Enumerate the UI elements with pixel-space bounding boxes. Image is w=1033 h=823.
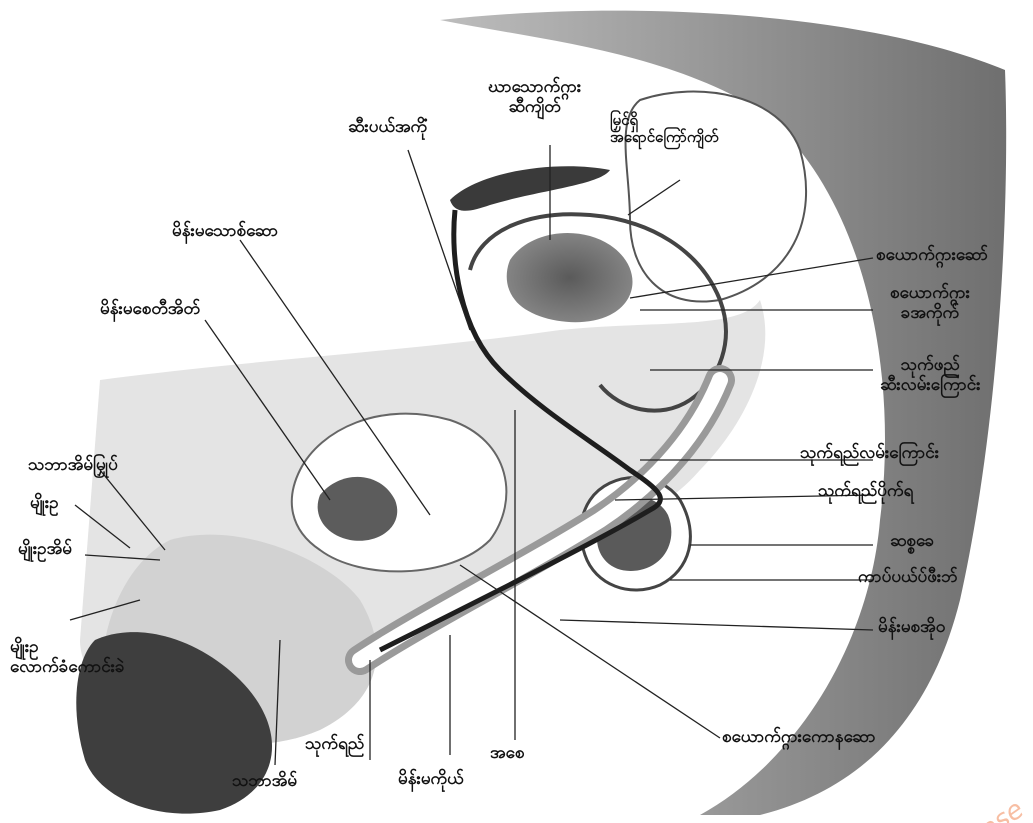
label-right-5: သုက်ရည်ပိုက်ရ [818, 482, 913, 502]
label-bottom-2: သုက်ရည် [305, 735, 364, 755]
label-left-2: မျိုးဥ [30, 494, 59, 514]
label-bottom-1: သဘာအိမ် [232, 772, 297, 792]
label-bottom-3: မိန်းမကိုယ် [398, 770, 464, 790]
label-bottom-4: အစေ [490, 744, 524, 764]
label-right-6: ဆစ္စခေ [890, 532, 934, 552]
label-bottom-5: စယောက်ဂ္ဂားကောနဆော [722, 728, 876, 748]
label-right-3: သုက်ဖည် ဆီးလမ်းကြောင်း [880, 356, 981, 395]
label-right-4: သုက်ရည်လမ်းကြောင်း [800, 444, 939, 464]
label-right-1: စယောက်ဂ္ဂားဆော် [876, 246, 988, 266]
label-vas-top: ဆီးပယ်အကိုံ [348, 118, 427, 138]
label-rectum-gland: မြှင်ရှိ အရောင်ကြော်ကျိတ် [610, 112, 718, 147]
label-right-2: စယောက်ဂ္ဂား ခအကိုက် [890, 284, 970, 323]
label-right-7: ကာပ်ပယ်ပ်ဖီးဘ် [858, 568, 958, 588]
label-upper-left-1: မိန်းမသောစ်ဆော [172, 222, 278, 242]
label-right-8: မိန်းမစအိုဝ [878, 618, 945, 638]
label-upper-left-2: မိန်းမစေတီအိတ် [100, 300, 200, 320]
label-left-4: မျိုးဥ လောက်ခံကောင်းခဲ [10, 638, 125, 677]
label-left-1: သဘာအိမ်မြှုပ် [28, 456, 118, 476]
label-left-3: မျိုးဥအိမ် [18, 540, 72, 560]
label-seminal-vesicle: ဃာသောက်ဂ္ဂား ဆီကျိတ် [488, 78, 581, 117]
seminal-vesicle-bar [450, 166, 610, 211]
prostate-shape [507, 233, 633, 322]
